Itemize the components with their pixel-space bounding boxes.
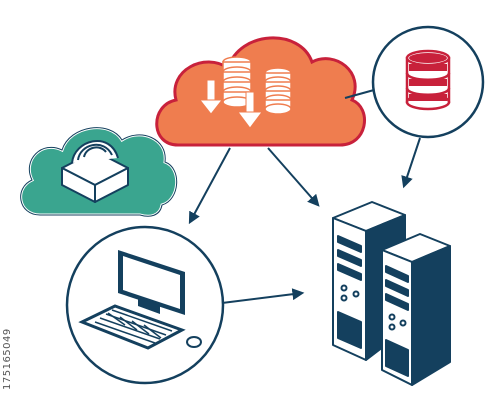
arrow-cloud-to-server (267, 147, 320, 207)
arrow-database-to-server (401, 137, 421, 189)
cloud-storage-drive-icon (19, 126, 179, 218)
database-icon (371, 25, 485, 139)
cloud-database-transfer-icon (155, 36, 366, 147)
arrow-computer-to-server (221, 288, 305, 304)
server-rack-icon (332, 201, 451, 386)
stock-image-id: 175165049 (2, 328, 13, 390)
arrow-cloud-to-computer (188, 147, 231, 225)
desktop-computer-icon (65, 225, 225, 385)
connector-arrows (188, 89, 421, 304)
connector-cloud-to-database (344, 89, 375, 99)
